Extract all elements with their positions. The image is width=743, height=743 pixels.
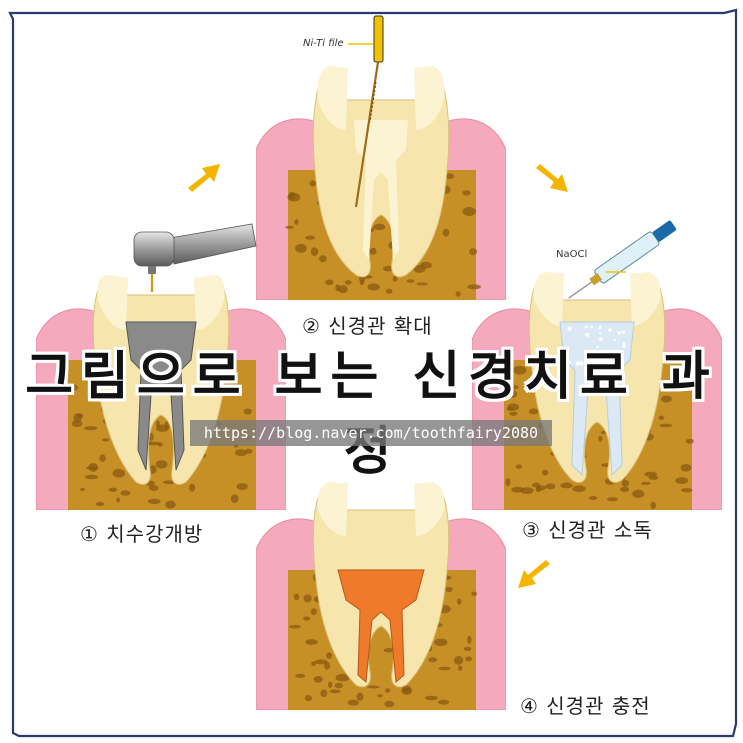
panel-access-opening bbox=[36, 220, 286, 510]
pulp-canals bbox=[354, 120, 408, 260]
caption-step-2: ② 신경관 확대 bbox=[302, 314, 433, 338]
panel-canal-disinfection bbox=[472, 260, 722, 510]
enamel-left bbox=[533, 272, 564, 326]
root-canal-filling bbox=[337, 569, 425, 684]
panel-canal-filling bbox=[256, 470, 506, 710]
ni-ti-file-icon bbox=[348, 15, 384, 208]
tooth-diagram bbox=[256, 482, 506, 710]
main-title: 그림으로 보는 신경치료 과정 bbox=[25, 347, 718, 482]
caption-step-1: ① 치수강개방 bbox=[80, 522, 204, 546]
arrow-icon bbox=[518, 560, 550, 588]
disinfectant-solution bbox=[559, 321, 635, 477]
access-cavity bbox=[125, 321, 197, 471]
handpiece-icon bbox=[133, 223, 257, 292]
enamel-right bbox=[194, 275, 225, 330]
arrow-icon bbox=[188, 164, 220, 192]
tooth-diagram bbox=[472, 272, 722, 510]
tool-label-naocl: NaOCl bbox=[556, 249, 588, 260]
enamel-right bbox=[414, 66, 445, 130]
tool-label-ni-ti-file: Ni-Ti file bbox=[303, 38, 344, 49]
tooth-diagram bbox=[256, 66, 506, 300]
blog-url-banner: https://blog.naver.com/toothfairy2080 bbox=[190, 420, 552, 446]
enamel-right bbox=[414, 482, 445, 536]
tooth-diagram bbox=[36, 275, 286, 510]
enamel-right bbox=[630, 272, 661, 326]
syringe-icon bbox=[568, 220, 677, 299]
enamel-left bbox=[317, 482, 348, 536]
enamel-left bbox=[317, 66, 348, 130]
arrow-icon bbox=[536, 164, 568, 192]
caption-step-4: ④ 신경관 충전 bbox=[520, 694, 651, 718]
panel-canal-enlargement bbox=[256, 60, 506, 300]
caption-step-3: ③ 신경관 소독 bbox=[522, 518, 653, 542]
enamel-left bbox=[97, 275, 128, 330]
